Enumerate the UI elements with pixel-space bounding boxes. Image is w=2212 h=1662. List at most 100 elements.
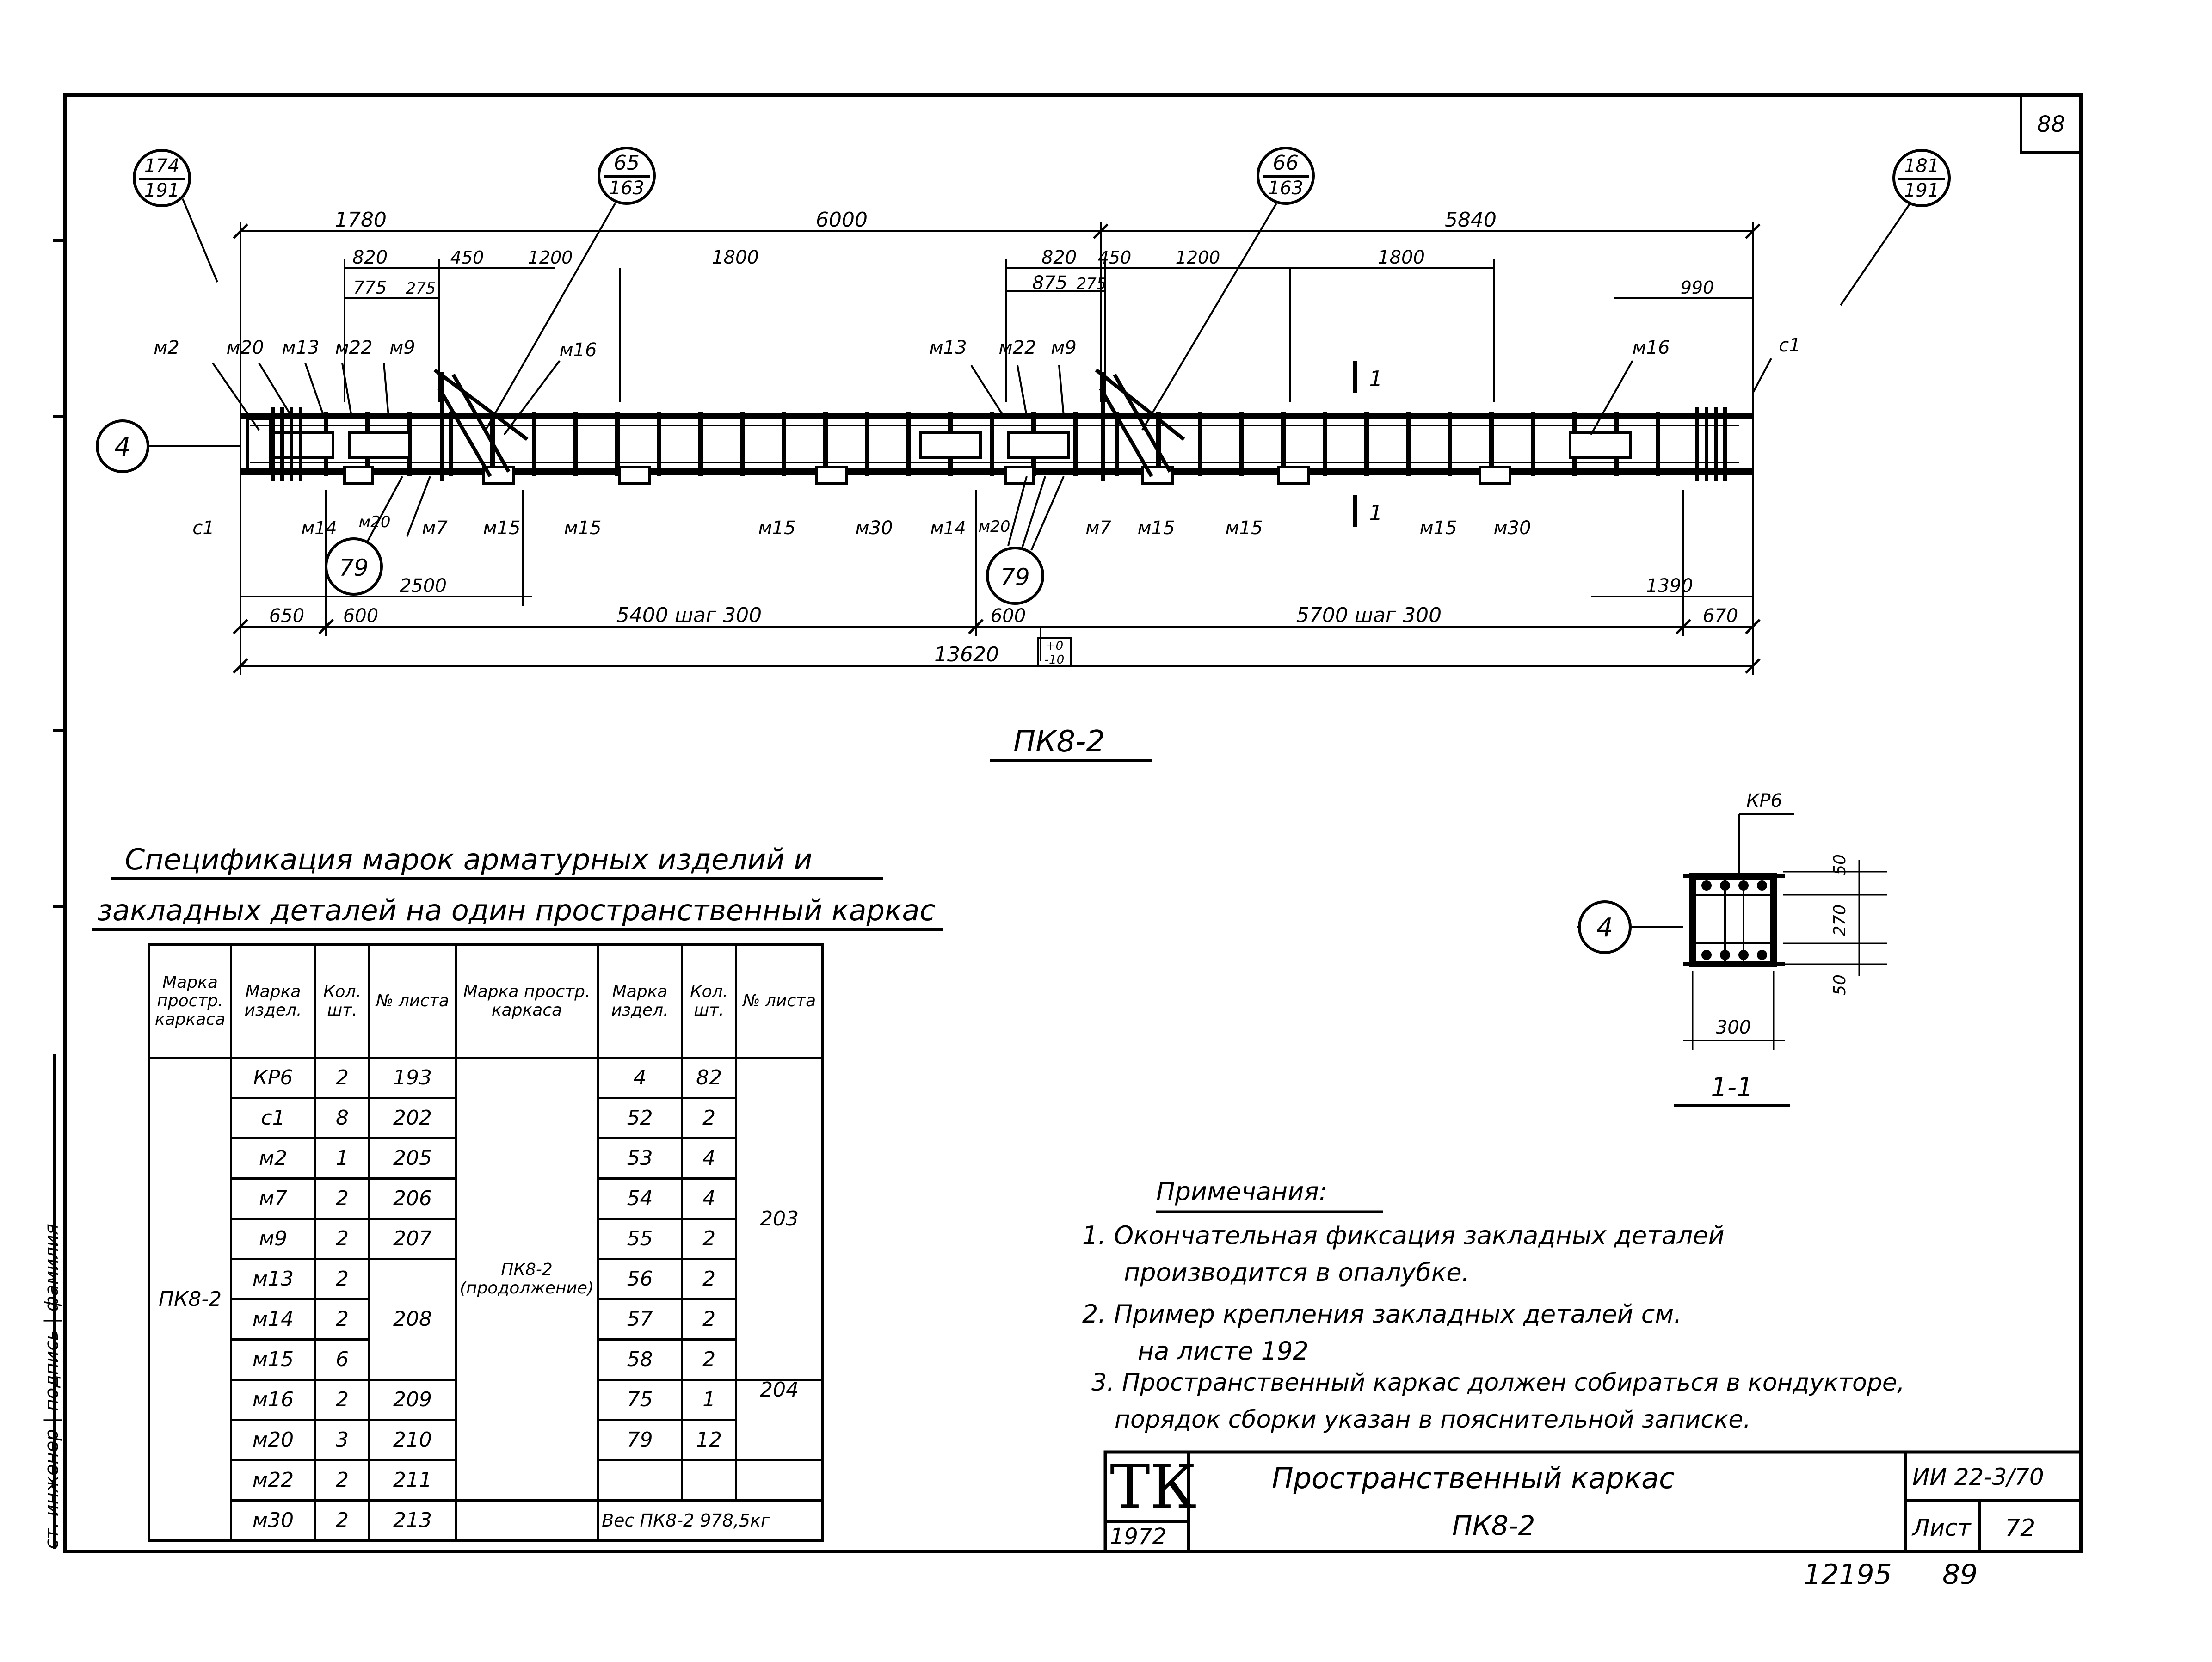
- section-1-1: [1577, 813, 1887, 1050]
- label-c1-top: с1: [1779, 335, 1800, 356]
- note-2a: 2. Пример крепления закладных деталей см…: [1082, 1299, 1682, 1329]
- spec-cell: м13: [230, 1258, 316, 1300]
- note-2b: на листе 192: [1138, 1336, 1309, 1366]
- section-mark-top: 1: [1369, 366, 1382, 391]
- section-dim-50a: 50: [1830, 854, 1849, 875]
- label-m30a: м30: [855, 517, 893, 539]
- leader-lines: [148, 198, 1911, 551]
- table-row: с1 8 202 52 2: [149, 1097, 823, 1139]
- spec-cell: 2: [681, 1258, 738, 1300]
- dim-990: 990: [1681, 277, 1714, 298]
- spec-cell: 58: [597, 1338, 684, 1381]
- dim-13620: 13620: [934, 643, 999, 666]
- stirrups: [324, 412, 1660, 476]
- margin-stamp: ст. инженер | подпись | фамилия: [41, 1224, 62, 1549]
- embedded-parts: [271, 431, 1632, 485]
- spec-cell: м7: [230, 1177, 316, 1220]
- margin-ticks: [53, 239, 65, 1549]
- table-row: м7 2 206 54 4: [149, 1177, 823, 1220]
- label-m22b: м22: [998, 337, 1036, 358]
- tolerance-top: +0: [1046, 639, 1063, 653]
- spec-cell: 4: [681, 1177, 738, 1220]
- dimension-lines: [240, 222, 1754, 675]
- spec-cell: м2: [230, 1137, 316, 1180]
- label-m2: м2: [154, 337, 179, 358]
- spec-cell: 2: [314, 1057, 370, 1099]
- spec-header: Марка простр. каркаса: [454, 943, 599, 1059]
- notes-heading: Примечания:: [1156, 1177, 1328, 1206]
- spec-cell: 1: [681, 1379, 738, 1421]
- label-m15a: м15: [483, 517, 520, 539]
- dim-650: 650: [269, 605, 304, 627]
- tolerance-box: [1037, 637, 1072, 667]
- dim-1390: 1390: [1646, 575, 1693, 597]
- tb-year: 1972: [1110, 1524, 1167, 1550]
- dim-820a: 820: [352, 247, 388, 268]
- dim-275a: 275: [406, 279, 436, 298]
- title-block-frame: [1103, 1450, 2083, 1553]
- label-m15e: м15: [1225, 517, 1263, 539]
- tb-logo: ТК: [1110, 1452, 1197, 1522]
- dimension-ticks: [233, 223, 1761, 674]
- spec-cell: 211: [368, 1459, 457, 1502]
- spec-cell: 54: [597, 1177, 684, 1220]
- dim-600a: 600: [343, 605, 378, 627]
- spec-cell: м30: [230, 1499, 316, 1542]
- section-bars: [1701, 880, 1767, 960]
- ref-174-bottom: 191: [144, 180, 179, 201]
- table-row: м20 3 210 79 12: [149, 1419, 823, 1461]
- spec-header: Марка издел.: [230, 943, 316, 1059]
- spec-cell-empty: [454, 1499, 599, 1542]
- ref-65-bottom: 163: [609, 178, 644, 199]
- spec-cell: 209: [368, 1379, 457, 1421]
- ref-66-bottom: 163: [1268, 178, 1303, 199]
- dim-1200a: 1200: [528, 247, 573, 268]
- spec-cell: 1: [314, 1137, 370, 1180]
- ref-174-top: 174: [144, 155, 179, 177]
- spec-cell: 55: [597, 1218, 684, 1260]
- spec-header: № листа: [735, 943, 824, 1059]
- dim-5400: 5400 шаг 300: [616, 603, 762, 627]
- spec-cell: 2: [681, 1298, 738, 1341]
- section-dim-270: 270: [1830, 905, 1849, 936]
- ref-65-top: 65: [614, 151, 640, 175]
- dim-600b: 600: [991, 605, 1026, 627]
- section-dim-300: 300: [1716, 1017, 1751, 1038]
- page-number: 88: [2037, 111, 2065, 137]
- label-m15f: м15: [1419, 517, 1457, 539]
- label-m14a: м14: [301, 518, 337, 538]
- label-m9a: м9: [389, 337, 415, 358]
- tb-code: ИИ 22-3/70: [1912, 1464, 2044, 1490]
- ref-181-top: 181: [1904, 155, 1939, 177]
- tolerance-bottom: -10: [1045, 653, 1064, 667]
- note-1a: 1. Окончательная фиксация закладных дета…: [1082, 1221, 1725, 1250]
- spec-cell: 2: [314, 1379, 370, 1421]
- dim-875: 875: [1032, 272, 1067, 294]
- label-m22a: м22: [335, 337, 372, 358]
- spec-cell: 79: [597, 1419, 684, 1461]
- spec-cell: м14: [230, 1298, 316, 1341]
- table-row: м16 2 209 75 1 204: [149, 1379, 824, 1461]
- table-row: ПК8-2 КР6 2 193 ПК8-2 (продолжение) 4 82…: [148, 1057, 824, 1542]
- spec-cell-empty: [681, 1459, 738, 1502]
- label-m20-top: м20: [226, 337, 264, 358]
- spec-frame-left: ПК8-2: [148, 1057, 232, 1542]
- spec-cell: 2: [314, 1258, 370, 1300]
- spec-cell: 202: [368, 1097, 457, 1139]
- spec-sheet-208: 208: [368, 1258, 457, 1381]
- dim-1780: 1780: [335, 208, 387, 232]
- spec-cell: 193: [368, 1057, 457, 1099]
- label-m15d: м15: [1137, 517, 1175, 539]
- section-node-circle: [1578, 900, 1632, 954]
- label-m30b: м30: [1493, 517, 1531, 539]
- spec-title-line2: закладных деталей на один пространственн…: [97, 893, 935, 927]
- spec-frame-right: ПК8-2 (продолжение): [454, 1057, 599, 1502]
- tb-sheet-no: 72: [2005, 1514, 2036, 1542]
- section-node-label: 4: [1596, 913, 1613, 943]
- label-m15b: м15: [564, 517, 601, 539]
- dim-275b: 275: [1077, 275, 1107, 293]
- spec-cell-empty: [735, 1459, 824, 1502]
- tb-name-2: ПК8-2: [1452, 1510, 1535, 1541]
- label-m13a: м13: [282, 337, 319, 358]
